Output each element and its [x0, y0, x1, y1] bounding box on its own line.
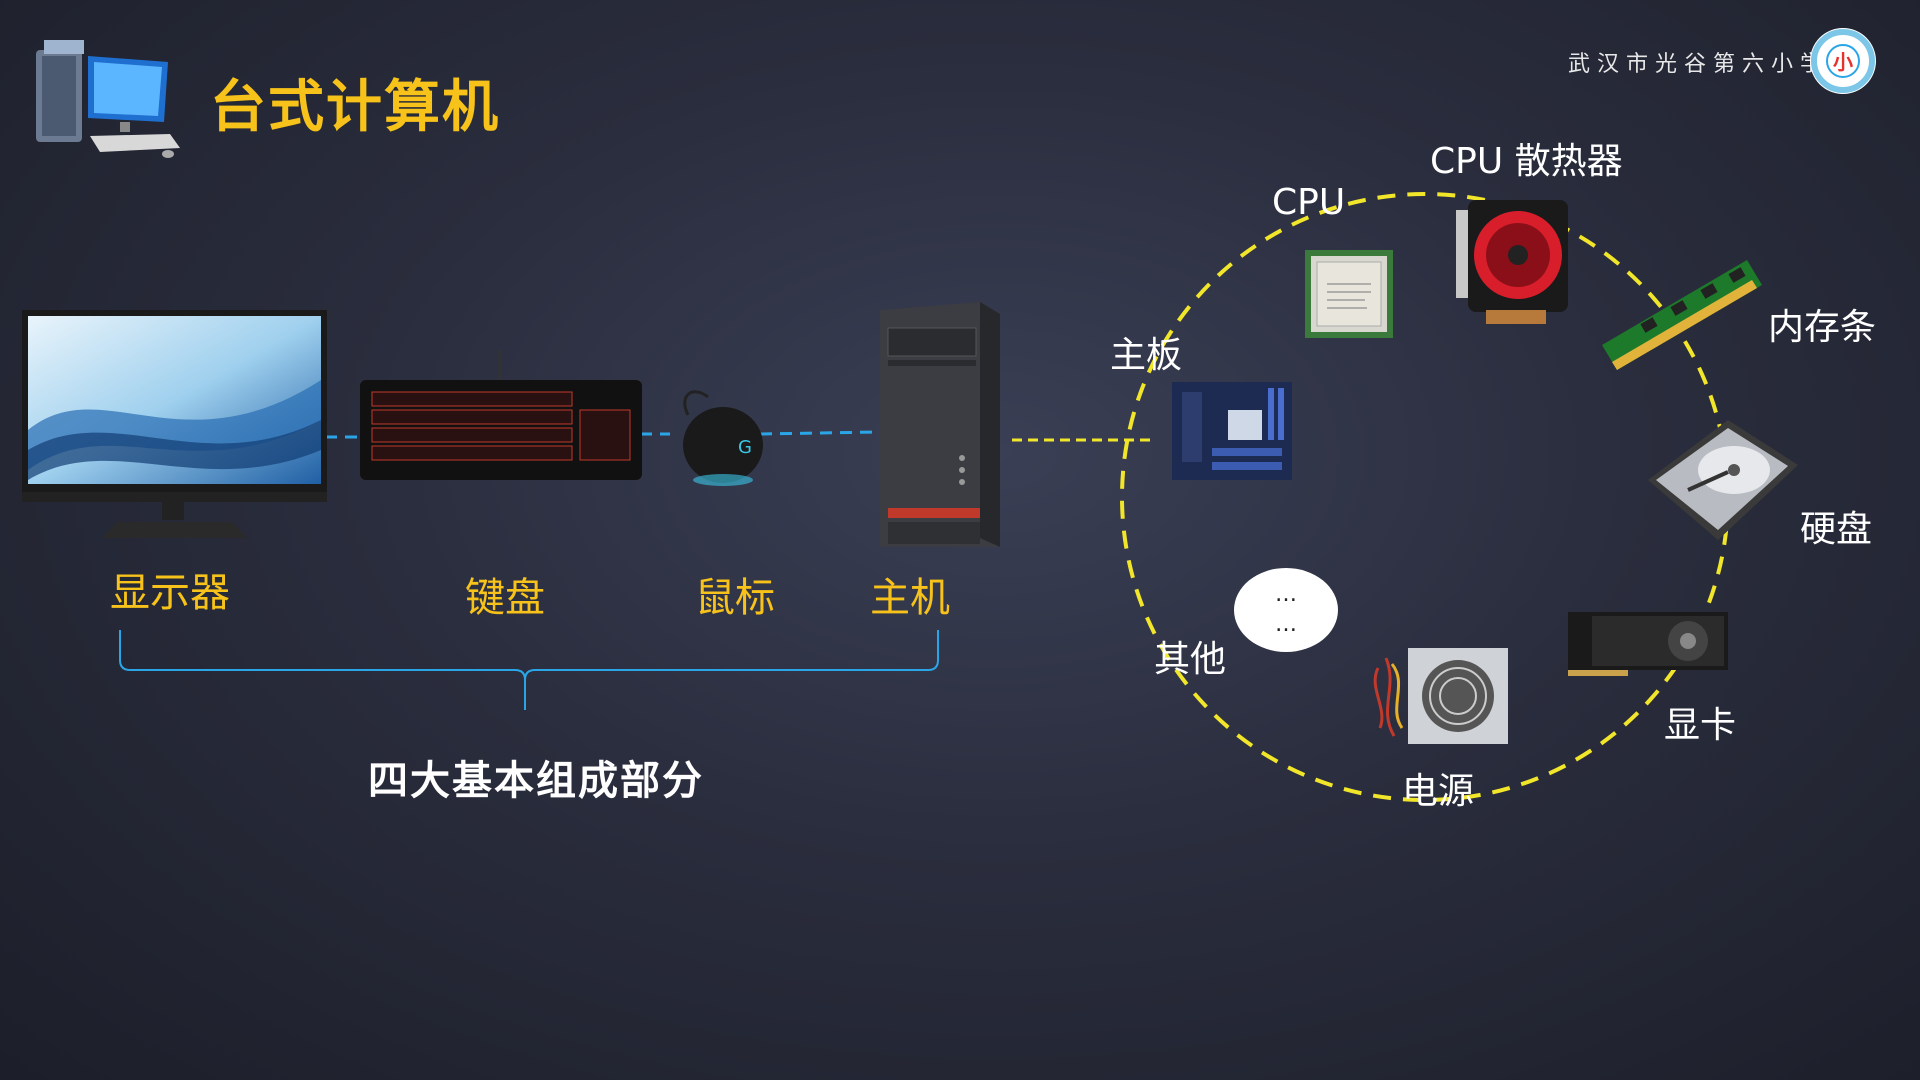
keyboard-label: 键盘 — [465, 575, 545, 621]
page-title: 台式计算机 — [210, 75, 500, 140]
cpu-cooler-image — [1456, 200, 1568, 325]
keyboard-image — [360, 350, 642, 485]
power-supply-image — [1368, 648, 1508, 744]
cpu-label: CPU — [1272, 182, 1346, 223]
memory-label: 内存条 — [1768, 307, 1877, 348]
motherboard-label: 主板 — [1110, 335, 1183, 376]
graphics-card-label: 显卡 — [1664, 705, 1737, 746]
host-label: 主机 — [870, 575, 950, 621]
summary-label: 四大基本组成部分 — [368, 758, 704, 804]
other-components-bubble: … … — [1234, 568, 1338, 652]
monitor-label: 显示器 — [110, 570, 230, 616]
motherboard-image — [1172, 382, 1292, 480]
school-logo-icon: 小 — [1808, 26, 1878, 96]
monitor-image — [22, 310, 327, 545]
graphics-card-image — [1568, 606, 1728, 678]
mouse-label: 鼠标 — [695, 575, 775, 621]
hard-disk-label: 硬盘 — [1800, 509, 1873, 550]
power-supply-label: 电源 — [1402, 771, 1475, 812]
other-dots-line1: … — [1275, 582, 1297, 607]
logo-inner-char: 小 — [1833, 50, 1853, 74]
computer-logo-icon — [30, 36, 180, 158]
svg-text:G: G — [738, 437, 752, 458]
other-label: 其他 — [1154, 639, 1227, 680]
host-tower-image — [880, 302, 1000, 547]
other-dots-line2: … — [1275, 612, 1297, 637]
mouse-image: G — [668, 385, 768, 490]
hard-disk-image — [1648, 420, 1798, 548]
cpu-cooler-label: CPU 散热器 — [1430, 141, 1623, 182]
memory-stick-image — [1602, 240, 1762, 380]
school-name: 武汉市光谷第六小学 — [1568, 52, 1830, 77]
cpu-image — [1305, 250, 1393, 338]
